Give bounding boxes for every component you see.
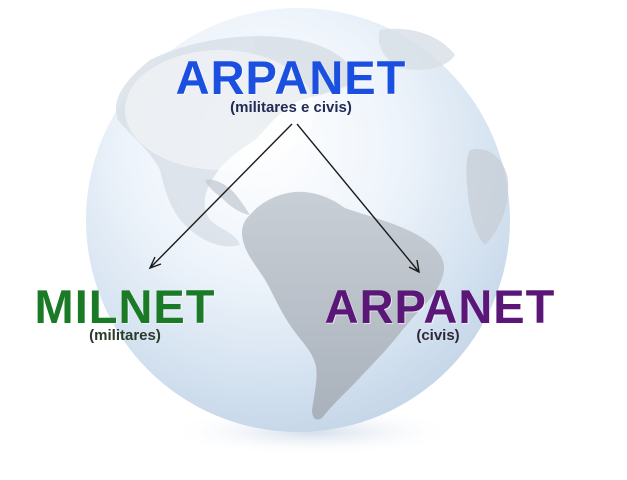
arrow-root-to-right — [296, 123, 420, 273]
left-node-subtitle: (militares) — [89, 327, 161, 344]
arrow-right-head — [408, 259, 420, 274]
left-node-title: MILNET — [34, 280, 216, 333]
right-node-title: ARPANET — [324, 280, 556, 333]
diagram-arrows — [148, 123, 420, 274]
arrow-root-to-left — [149, 123, 293, 269]
central-america-land — [205, 179, 250, 215]
south-america-land — [242, 191, 445, 420]
globe-highlight — [125, 50, 315, 170]
right-node-subtitle: (civis) — [416, 327, 460, 344]
arrow-left-head — [148, 256, 162, 270]
root-node-subtitle: (militares e civis) — [230, 99, 352, 116]
root-node-title: ARPANET — [175, 51, 407, 104]
africa-land — [466, 149, 509, 245]
north-america-land — [115, 28, 455, 247]
